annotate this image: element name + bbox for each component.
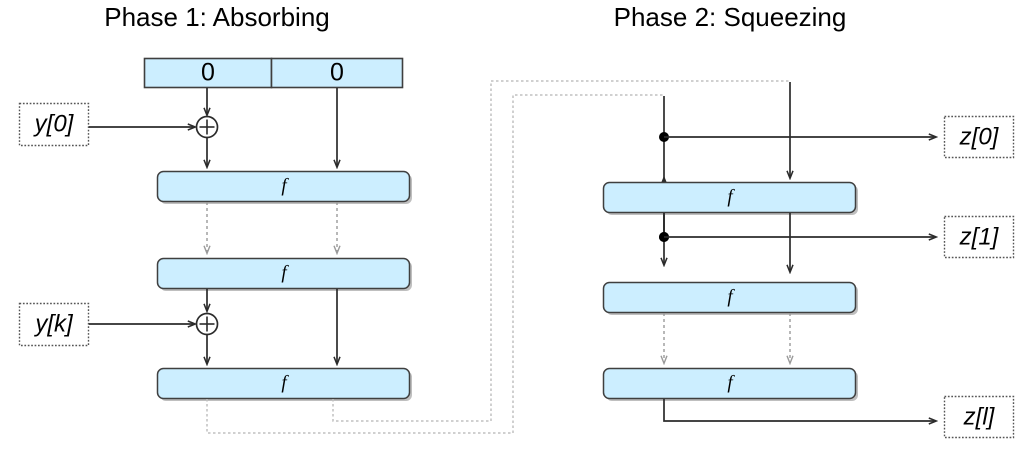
state-rate-cell [143,57,273,89]
output-zl-box[interactable] [943,395,1015,439]
input-y0-box[interactable] [18,102,90,147]
output-z1-group[interactable]: z[1] [943,215,1015,259]
output-zl-group[interactable]: z[l] [943,395,1015,439]
absorb-f1-rect [156,170,411,203]
output-z1-label: z[1] [959,223,1000,250]
squeeze-f-box-3: f [602,367,858,401]
output-z0-group[interactable]: z[0] [943,115,1015,159]
absorb-f-box-2: f [156,257,412,291]
state-capacity-value: 0 [330,59,344,87]
absorb-f3-label: f [281,372,289,393]
input-yk-box[interactable] [18,302,90,347]
input-y0-label: y[0] [33,110,75,137]
output-zl-label: z[l] [963,403,996,430]
squeeze-f2-rect [602,281,857,314]
phase-1-title: Phase 1: Absorbing [104,2,330,32]
absorb-f1-label: f [281,175,289,196]
squeeze-f1-rect [602,181,857,214]
squeeze-f1-label: f [727,186,735,207]
absorb-f2-label: f [281,262,289,283]
phase-2-title: Phase 2: Squeezing [614,2,847,32]
state-rate-value: 0 [201,59,215,87]
squeeze-f3-rect [602,367,857,400]
absorb-f2-rect [156,257,411,290]
output-z1-box[interactable] [943,215,1015,259]
absorb-f-box-1: f [156,170,412,204]
squeeze-f-box-1: f [602,181,858,215]
squeeze-f3-label: f [727,372,735,393]
absorb-f3-rect [156,367,411,400]
input-yk-label: y[k] [33,310,74,337]
feedback-rate-path [206,94,664,434]
state-capacity-cell [270,57,404,89]
absorb-f-box-3: f [156,367,412,401]
output-z0-label: z[0] [959,123,1000,150]
f3-to-zl-line [663,399,936,421]
output-z0-box[interactable] [943,115,1015,159]
input-y0-group[interactable]: y[0] [18,102,196,147]
squeeze-f-box-2: f [602,281,858,315]
feedback-capacity-path [332,80,790,422]
initial-state-bar: 0 0 [143,57,404,89]
squeeze-f2-label: f [727,286,735,307]
xor-node-k [195,312,219,336]
xor-node-0 [195,115,219,139]
input-yk-group[interactable]: y[k] [18,302,196,347]
